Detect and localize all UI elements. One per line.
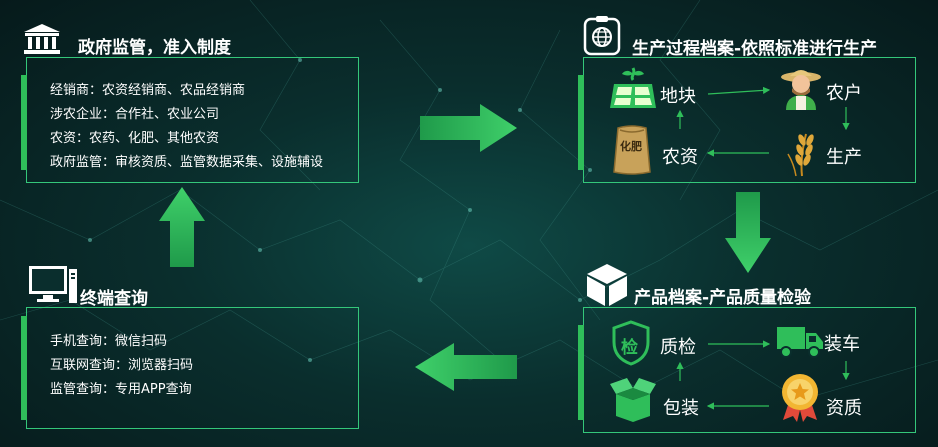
production-accent-bar [578, 75, 584, 170]
government-line-dealers: 经销商：农资经销商、农品经销商 [50, 83, 246, 98]
production-flow-arrows [676, 86, 850, 157]
node-inspect: 质检 [660, 337, 696, 358]
government-accent-bar [21, 75, 27, 170]
arrow-left-main [415, 343, 517, 391]
package-box-icon [610, 378, 656, 422]
truck-icon [776, 325, 824, 359]
terminal-section-title: 终端查询 [80, 289, 148, 309]
farmer-icon [778, 64, 824, 110]
wheat-icon [780, 128, 820, 178]
product-section-title: 产品档案-产品质量检验 [634, 288, 812, 308]
fertilizer-bag-label: 化肥 [620, 140, 642, 153]
government-line-supplies: 农资：农药、化肥、其他农资 [50, 131, 220, 146]
node-farmer: 农户 [826, 83, 862, 104]
qualification-medal-icon [779, 372, 821, 422]
inspection-shield-char: 检 [621, 338, 638, 358]
arrow-right-main [420, 104, 517, 152]
terminal-line-internet: 互联网查询：浏览器扫码 [50, 358, 194, 373]
terminal-line-mobile: 手机查询：微信扫码 [50, 334, 168, 349]
field-plot-icon [608, 66, 658, 110]
fertilizer-bag-icon [612, 124, 652, 176]
product-accent-bar [578, 325, 584, 420]
node-field: 地块 [660, 86, 696, 107]
archive-globe-icon [582, 15, 622, 57]
government-line-enterprises: 涉农企业：合作社、农业公司 [50, 107, 220, 122]
terminal-accent-bar [21, 316, 27, 420]
government-icon [22, 22, 62, 56]
inspection-shield-icon [610, 320, 652, 366]
node-production: 生产 [826, 147, 862, 168]
product-box-icon [585, 262, 629, 308]
product-flow-arrows [676, 340, 850, 410]
production-section-title: 生产过程档案-依照标准进行生产 [632, 39, 878, 59]
node-qualification: 资质 [826, 398, 862, 419]
terminal-line-supervision: 监管查询：专用APP查询 [50, 382, 192, 397]
node-loading: 装车 [824, 334, 860, 355]
government-section-title: 政府监管，准入制度 [78, 38, 231, 58]
computer-monitor-icon [28, 265, 78, 305]
government-line-supervision: 政府监管：审核资质、监管数据采集、设施辅设 [50, 155, 324, 170]
arrow-down-main [725, 192, 771, 273]
node-package: 包装 [663, 398, 699, 419]
arrow-up-main [159, 187, 205, 267]
node-supplies: 农资 [662, 147, 698, 168]
